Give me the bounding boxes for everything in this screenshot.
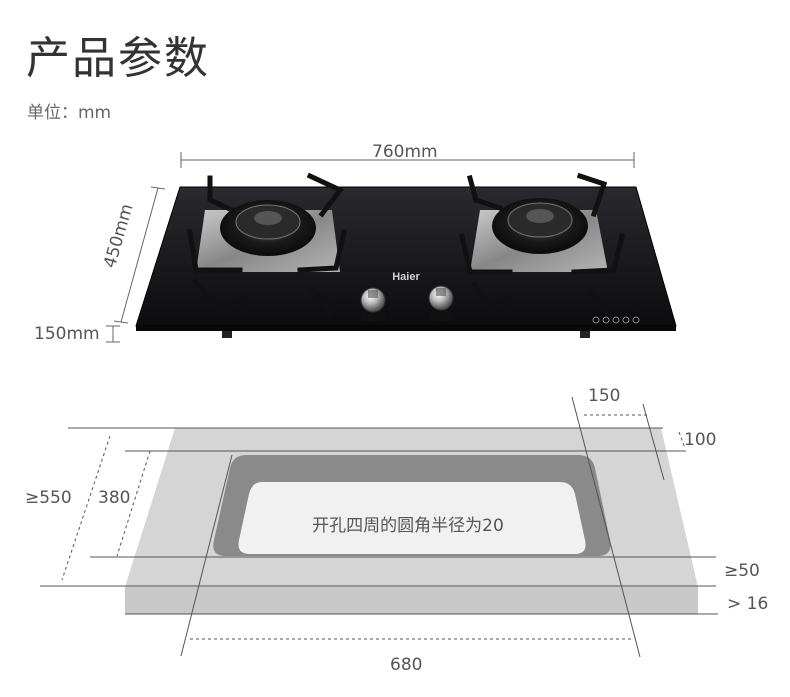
hole-width-label: 680 <box>390 655 423 675</box>
side-margin-label: 150 <box>588 386 621 406</box>
countertop-diagram <box>125 428 698 614</box>
hole-depth-label: 380 <box>98 488 131 508</box>
width-dimension-line <box>180 152 635 168</box>
control-indicator-icons <box>592 316 640 324</box>
outer-depth-label: ≥550 <box>25 488 72 508</box>
front-margin-label: ≥50 <box>724 561 760 581</box>
cutout-dimension-lines <box>40 396 718 658</box>
width-label: 760mm <box>372 142 438 162</box>
page-title: 产品参数 <box>26 33 210 84</box>
right-burner <box>459 172 626 316</box>
thickness-label: > 16 <box>727 594 769 614</box>
height-label: 150mm <box>34 324 100 344</box>
brand-logo: Haier <box>392 271 420 283</box>
cutout-dashed-guides <box>61 414 686 640</box>
unit-label: 单位：mm <box>27 103 112 123</box>
back-margin-label: 100 <box>684 430 717 450</box>
left-burner <box>187 172 348 316</box>
height-dimension-mark <box>106 325 120 343</box>
left-knob <box>360 287 386 322</box>
right-knob <box>428 285 454 322</box>
corner-radius-note: 开孔四周的圆角半径为20 <box>312 516 504 536</box>
gas-cooktop-image: Haier <box>135 172 677 338</box>
depth-dimension-line <box>113 186 166 324</box>
